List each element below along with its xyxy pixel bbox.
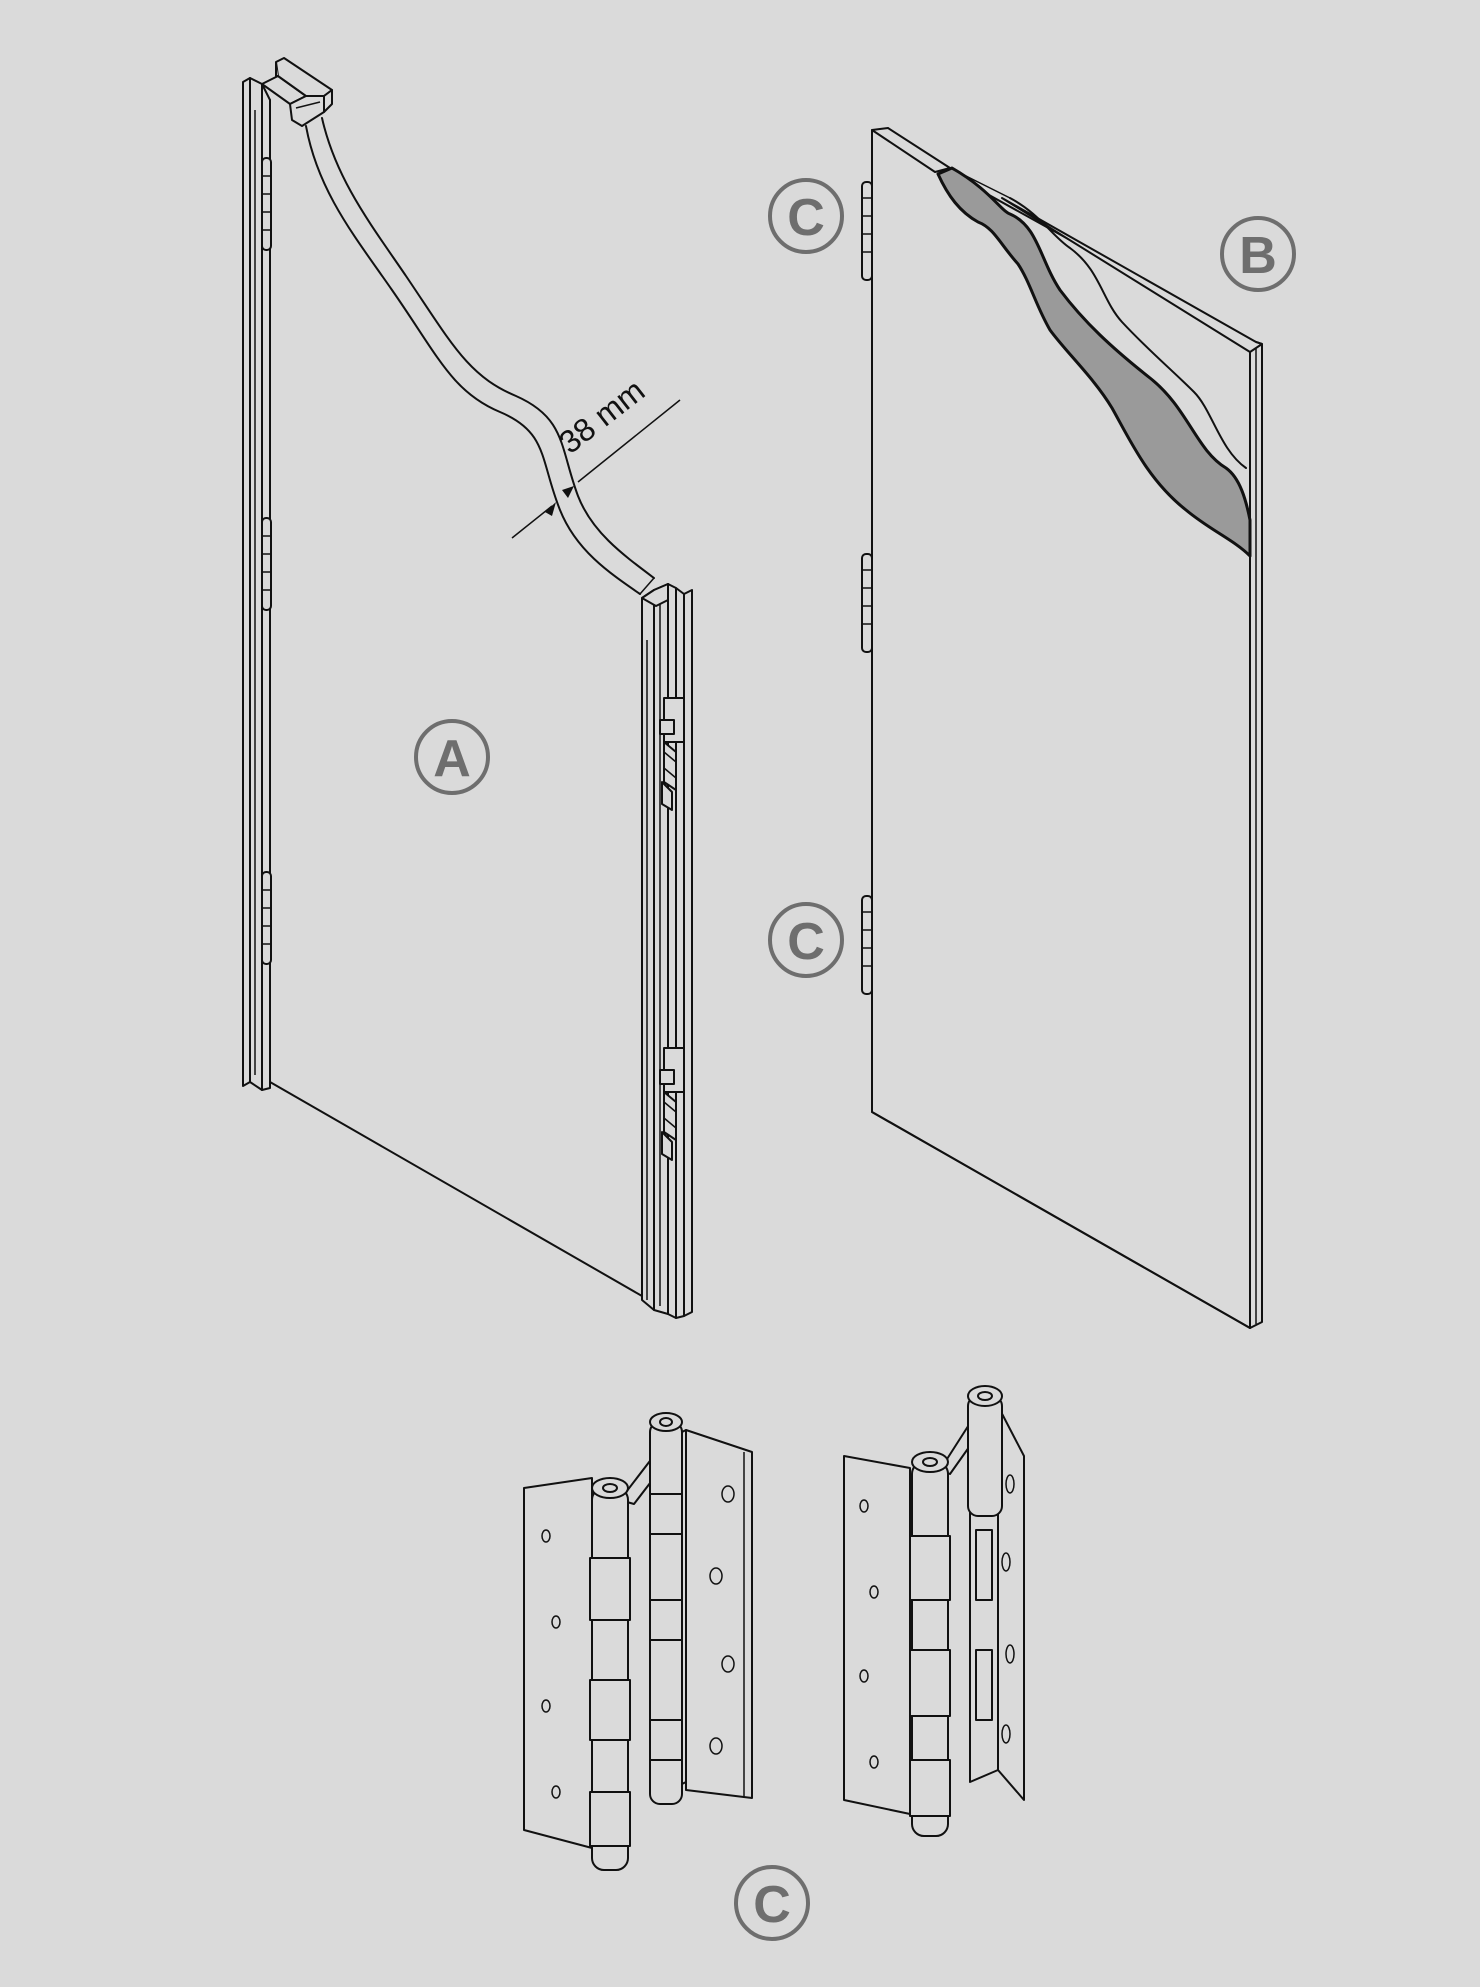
door-frame-a: 38 mm <box>242 57 693 1319</box>
frame-right-jamb <box>641 583 693 1319</box>
spring-hinge-right <box>843 1385 1025 1837</box>
frame-top-profile <box>261 57 333 127</box>
callout-b: B <box>1220 216 1296 292</box>
callout-b-label: B <box>1239 227 1277 285</box>
callout-a-label: A <box>433 730 471 788</box>
frame-bottom-edge <box>269 1081 643 1297</box>
door-leaf-b <box>861 127 1263 1329</box>
hinge-mount-right-lower <box>659 1047 685 1161</box>
leaf-hinge-bottom <box>861 895 873 995</box>
callout-c-bottom: C <box>734 1865 810 1941</box>
callout-c-top-label: C <box>787 189 825 247</box>
hinge-slot-left-middle <box>261 517 272 611</box>
hinge-left-leaf-back <box>685 1429 753 1799</box>
hinge-left-leaf-front <box>523 1477 593 1849</box>
callout-c-middle-label: C <box>787 913 825 971</box>
callout-a: A <box>414 719 490 795</box>
callout-c-middle: C <box>768 902 844 978</box>
hinge-slot-left-bottom <box>261 871 272 965</box>
thickness-dimension: 38 mm <box>511 372 681 539</box>
hinge-mount-right-upper <box>659 697 685 811</box>
leaf-hinge-top <box>861 181 873 281</box>
hinge-slot-left-top <box>261 157 272 251</box>
spring-hinge-left <box>523 1412 753 1871</box>
callout-c-top: C <box>768 178 844 254</box>
callout-c-bottom-label: C <box>753 1876 791 1934</box>
hinge-right-leaf-front <box>843 1455 911 1815</box>
wall-section-break <box>305 117 655 595</box>
thickness-label: 38 mm <box>552 372 651 461</box>
leaf-hinge-middle <box>861 553 873 653</box>
